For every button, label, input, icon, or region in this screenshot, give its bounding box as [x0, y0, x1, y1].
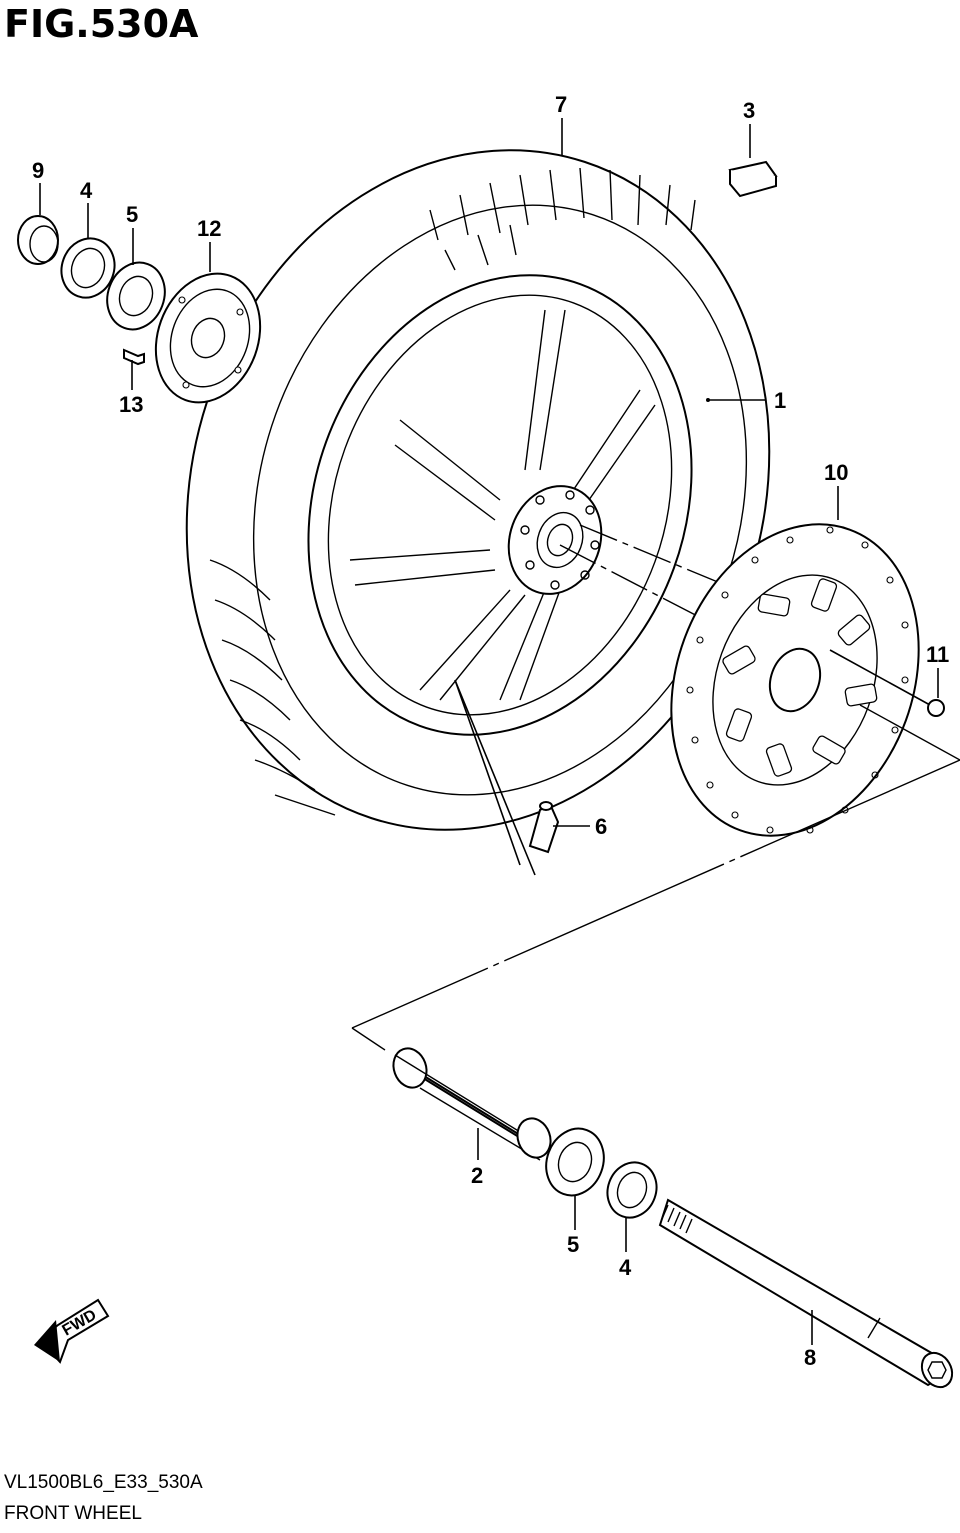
oil-seal-top — [60, 237, 116, 299]
brake-disc-hub-plate — [154, 272, 262, 404]
callout-9: 9 — [32, 158, 44, 183]
front-axle — [658, 1198, 954, 1389]
callout-4-top: 4 — [80, 178, 93, 203]
tire-valve — [528, 801, 560, 854]
bearing-bottom — [545, 1127, 605, 1197]
callout-3: 3 — [743, 98, 755, 123]
callout-7: 7 — [555, 92, 567, 117]
wheel-rim — [307, 274, 693, 736]
figure-title: FIG.530A — [4, 2, 199, 46]
balance-weight — [728, 160, 778, 198]
disc-bolt — [829, 649, 945, 717]
fwd-arrow-icon: FWD — [34, 1298, 110, 1364]
callout-8: 8 — [804, 1345, 816, 1370]
callout-4-bottom: 4 — [619, 1255, 632, 1280]
brake-disc — [670, 523, 920, 837]
callout-13: 13 — [119, 392, 143, 417]
leader-6 — [454, 679, 590, 876]
spacer-tube — [392, 1047, 552, 1161]
callout-12: 12 — [197, 216, 221, 241]
callout-10: 10 — [824, 460, 848, 485]
callout-11: 11 — [926, 642, 949, 667]
hub-bolt — [123, 348, 145, 366]
callout-5-top: 5 — [126, 202, 138, 227]
callout-5-bottom: 5 — [567, 1232, 579, 1257]
model-code: VL1500BL6_E33_530A — [4, 1472, 203, 1493]
section-name: FRONT WHEEL — [4, 1503, 142, 1524]
hub-spacer-collar — [17, 215, 59, 265]
callout-2: 2 — [471, 1163, 483, 1188]
oil-seal-bottom — [606, 1161, 658, 1219]
callout-6: 6 — [595, 814, 607, 839]
bearing-top — [106, 261, 166, 331]
callout-1: 1 — [774, 388, 786, 413]
